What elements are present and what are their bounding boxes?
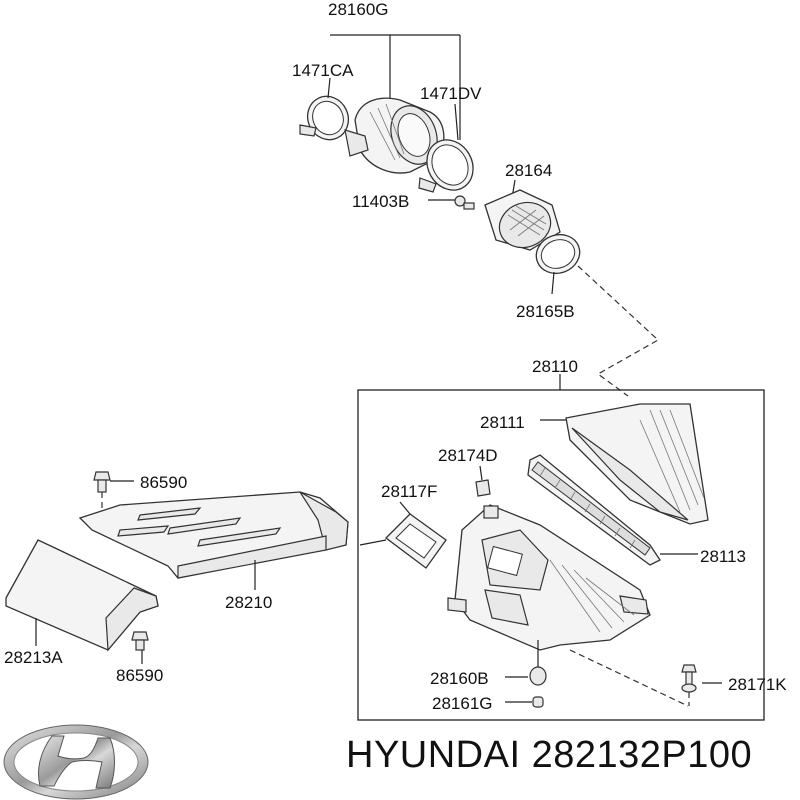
intake-duct-28210 bbox=[78, 491, 349, 590]
label-28111: 28111 bbox=[480, 413, 525, 432]
label-86590-bottom: 86590 bbox=[116, 666, 163, 685]
label-28213a: 28213A bbox=[4, 648, 63, 667]
air-cleaner-body bbox=[447, 504, 651, 651]
bushing-28160b bbox=[505, 640, 547, 686]
label-28110: 28110 bbox=[532, 357, 578, 376]
filter-element-28113 bbox=[527, 454, 698, 566]
bolt-86590-top bbox=[93, 471, 134, 514]
air-cleaner-cover-28111 bbox=[540, 403, 709, 525]
sensor-28164 bbox=[484, 179, 561, 251]
air-flow-sensor-28160g bbox=[344, 97, 445, 174]
label-28174d: 28174D bbox=[438, 446, 498, 465]
label-28113: 28113 bbox=[700, 547, 746, 566]
brand-part-number: HYUNDAI 282132P100 bbox=[346, 734, 753, 776]
hyundai-logo-icon bbox=[3, 724, 149, 800]
screw-11403b bbox=[428, 195, 475, 210]
sensor-grid-icon bbox=[507, 205, 547, 237]
clamp-1471dv bbox=[418, 103, 474, 193]
label-28164: 28164 bbox=[505, 161, 552, 180]
label-28161g: 28161G bbox=[432, 694, 493, 713]
duct-ribs-icon bbox=[117, 507, 282, 547]
bolt-28171k bbox=[569, 649, 722, 707]
connection-line bbox=[577, 265, 660, 397]
label-28160g: 28160G bbox=[328, 0, 389, 19]
label-28210: 28210 bbox=[225, 593, 272, 612]
collar-28161g bbox=[505, 696, 544, 708]
label-28165b: 28165B bbox=[516, 302, 575, 321]
label-11403b: 11403B bbox=[352, 192, 409, 211]
label-28117f: 28117F bbox=[381, 482, 437, 501]
assembly-box-28110 bbox=[357, 389, 765, 721]
filter-pleats-icon bbox=[539, 467, 636, 549]
clamp-1471ca bbox=[299, 77, 350, 141]
label-1471dv: 1471DV bbox=[420, 84, 482, 103]
label-86590-top: 86590 bbox=[140, 473, 187, 492]
bolt-86590-bottom bbox=[131, 631, 149, 664]
label-28171k: 28171K bbox=[728, 675, 787, 694]
label-28160b: 28160B bbox=[430, 669, 489, 688]
label-1471ca: 1471CA bbox=[292, 61, 354, 80]
clip-28174d bbox=[475, 465, 491, 497]
duct-cover-28213a bbox=[5, 539, 159, 652]
leader-28160g bbox=[330, 34, 461, 140]
gasket-28117f bbox=[359, 501, 447, 569]
gasket-28165b bbox=[535, 233, 581, 295]
